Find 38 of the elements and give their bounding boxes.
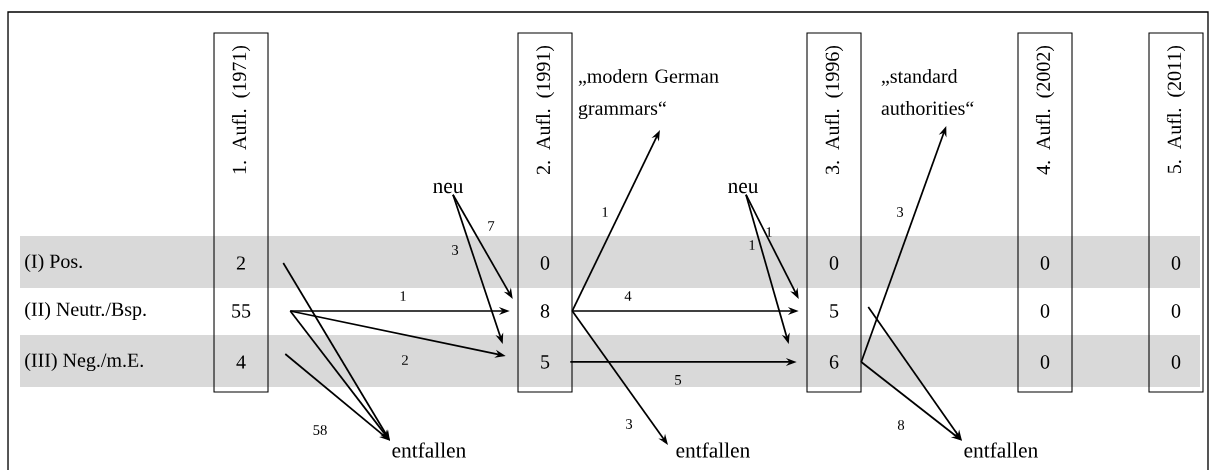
edge-label: 4 [624,291,632,301]
node-label: entfallen [676,442,750,458]
row-label: (II) Neutr./Bsp. [25,301,146,321]
row-label: (I) Pos. [25,253,82,273]
edge-label: 1 [749,240,755,250]
edge-label: 1 [400,291,406,301]
node-label: entfallen [964,442,1038,458]
edge-label: 5 [675,375,682,385]
edge-label: 58 [313,425,327,435]
cell-value: 55 [232,304,251,318]
node-label: neu [728,182,759,194]
node-label: neu [433,182,464,194]
cell-value: 0 [1171,355,1181,369]
cell-value: 4 [236,355,246,369]
cell-value: 8 [540,304,550,318]
edge-label: 3 [626,419,633,429]
cell-value: 5 [541,355,550,369]
quote-text: „modern German grammars“ [578,68,719,120]
cell-value: 2 [236,256,245,270]
cell-value: 0 [1040,256,1050,270]
edge-label: 1 [766,227,772,237]
quote-text: „standard authorities“ [881,68,974,115]
cell-value: 0 [1171,256,1181,270]
cell-value: 0 [540,256,550,270]
edge-label: 2 [402,355,408,365]
edge-label: 7 [488,221,495,231]
edge-label: 3 [897,207,904,217]
cell-value: 0 [1040,355,1050,369]
edge-label: 8 [897,420,905,430]
cell-value: 0 [1040,304,1050,318]
cell-value: 0 [829,256,839,270]
edge-label: 3 [452,245,459,255]
cell-value: 5 [830,304,839,318]
cell-value: 0 [1171,304,1181,318]
cell-value: 6 [829,355,839,369]
row-label: (III) Neg./m.E. [25,352,143,372]
node-label: entfallen [392,442,466,458]
edge-label: 1 [602,207,608,217]
